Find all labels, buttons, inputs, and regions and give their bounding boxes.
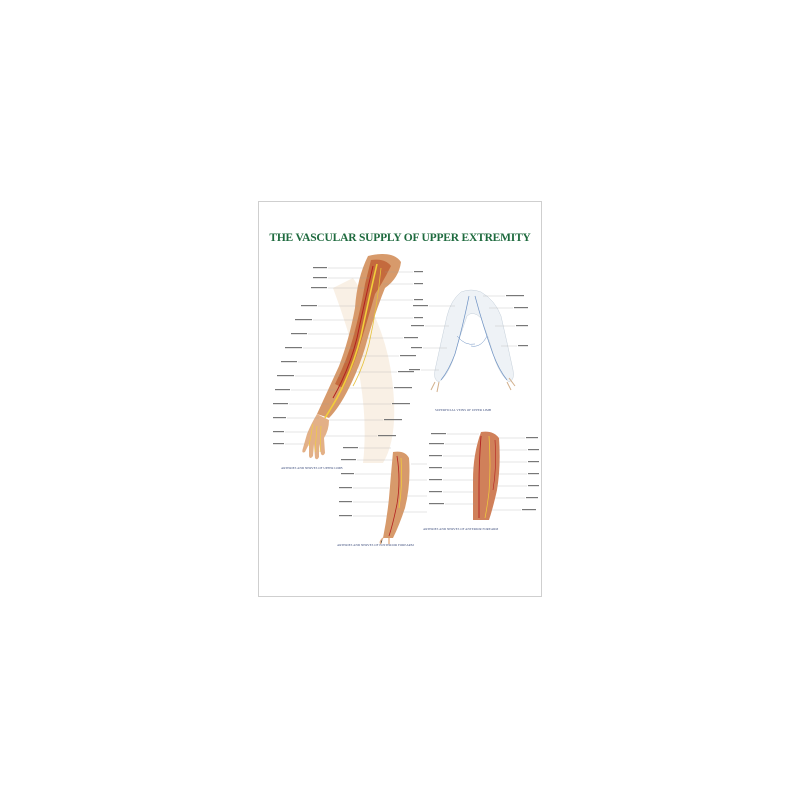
arm-main-caption: ARTERIES AND NERVES OF UPPER LIMB [281, 466, 343, 470]
arm-main-illustration [273, 248, 423, 468]
posterior-forearm-illustration [339, 434, 429, 544]
anterior-forearm-caption: ARTERIES AND NERVES OF ANTERIOR FOREARM [423, 527, 499, 531]
posterior-forearm-caption: ARTERIES AND NERVES OF POSTERIOR FOREARM [337, 543, 414, 547]
anterior-forearm-illustration [429, 426, 539, 526]
superficial-veins-illustration [409, 286, 529, 396]
poster-title: THE VASCULAR SUPPLY OF UPPER EXTREMITY [269, 232, 531, 244]
superficial-veins-caption: SUPERFICIAL VEINS OF UPPER LIMB [435, 408, 492, 412]
anatomy-poster: THE VASCULAR SUPPLY OF UPPER EXTREMITY [258, 201, 542, 597]
